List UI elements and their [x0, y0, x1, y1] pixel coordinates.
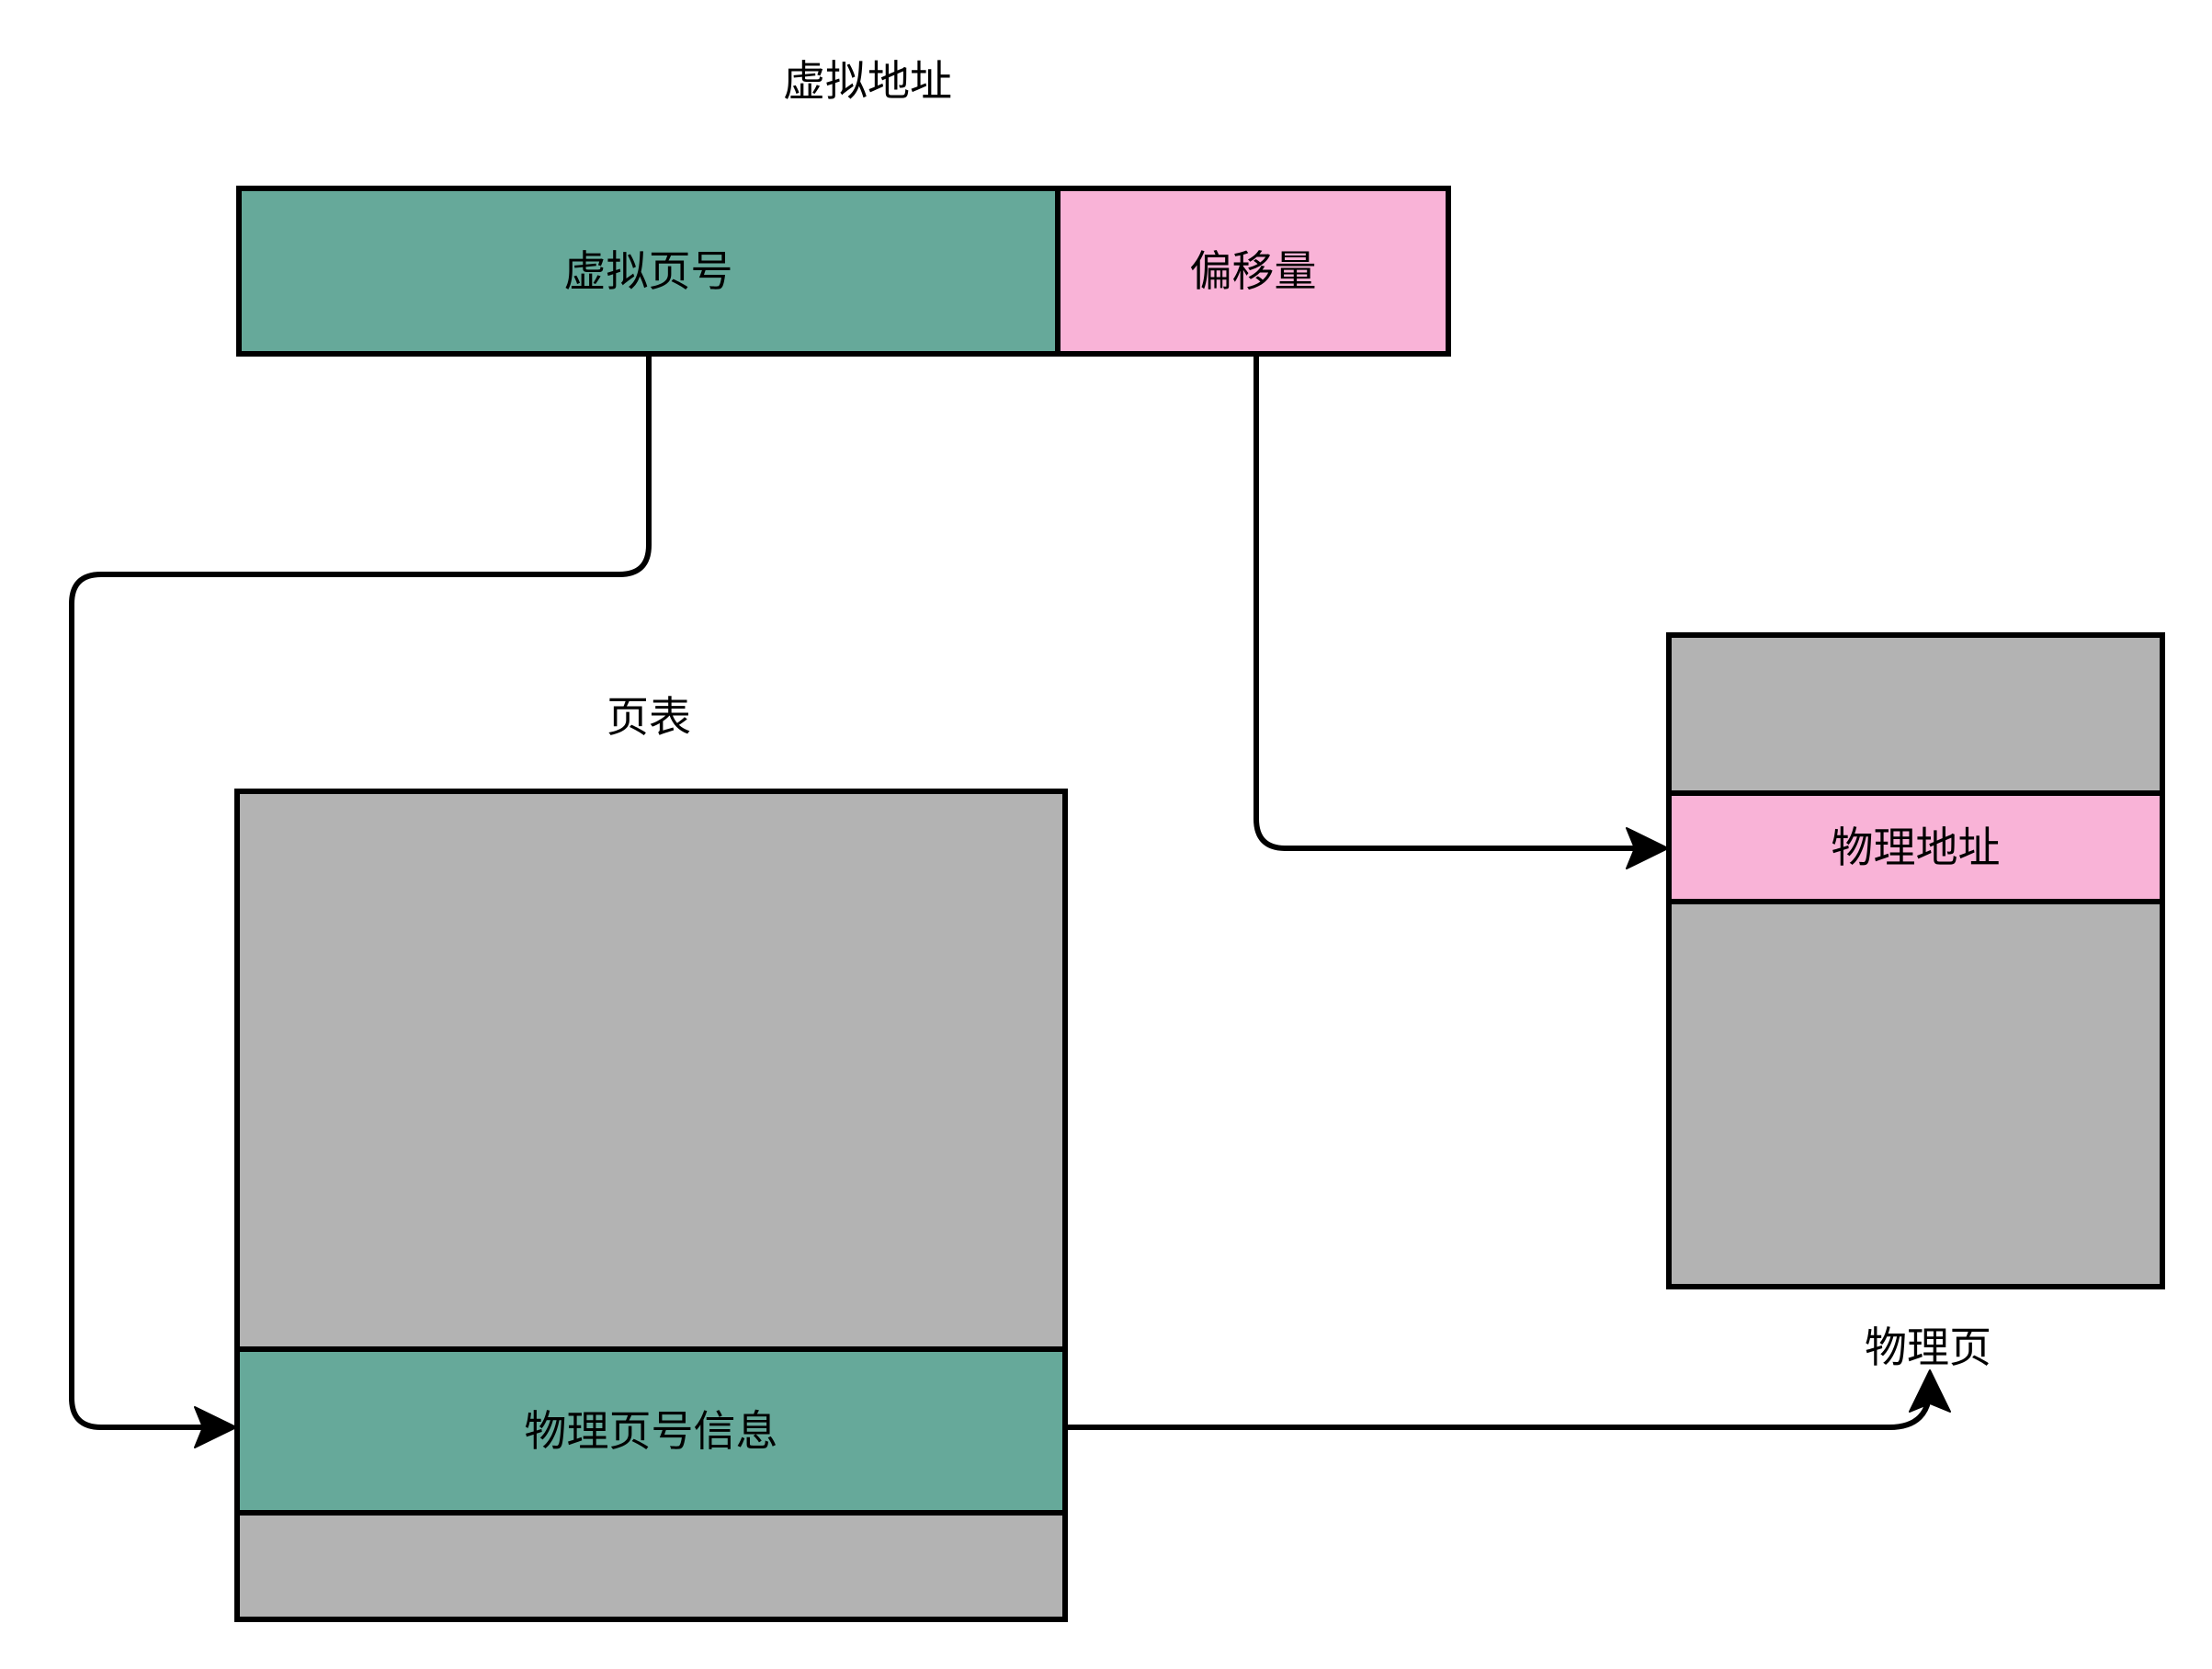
page-table-entry-row: 物理页号信息 — [240, 1352, 1062, 1516]
page-table-box: 物理页号信息 — [234, 789, 1068, 1622]
connector-offset-to-physical-address — [1253, 357, 1635, 851]
physical-memory-region-bottom — [1672, 904, 2160, 1284]
arrowhead-page-table-to-physical-page — [1909, 1369, 1951, 1413]
page-table-title: 页表 — [607, 692, 691, 742]
physical-address-row: 物理地址 — [1672, 796, 2160, 904]
virtual-page-number-box: 虚拟页号 — [236, 186, 1061, 357]
arrowhead-vpn-to-page-table — [194, 1406, 237, 1448]
connector-page-table-to-physical-page — [1068, 1386, 1933, 1430]
virtual-address-title: 虚拟地址 — [783, 56, 952, 106]
virtual-page-number-label: 虚拟页号 — [563, 246, 733, 296]
offset-label: 偏移量 — [1189, 246, 1317, 296]
offset-box: 偏移量 — [1055, 186, 1451, 357]
physical-memory-region-top — [1672, 638, 2160, 796]
physical-address-label: 物理地址 — [1831, 823, 2001, 872]
physical-page-number-info-label: 物理页号信息 — [524, 1406, 778, 1456]
physical-page-label: 物理页 — [1865, 1323, 1991, 1372]
page-table-empty-region-bottom — [240, 1516, 1062, 1617]
arrowhead-offset-to-physical-address — [1626, 827, 1669, 869]
page-table-empty-region-top — [240, 794, 1062, 1352]
physical-memory-box: 物理地址 — [1666, 632, 2165, 1289]
